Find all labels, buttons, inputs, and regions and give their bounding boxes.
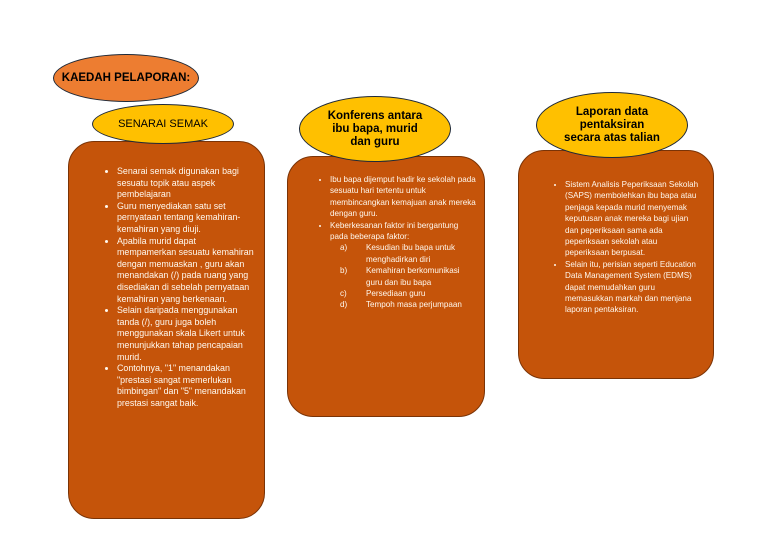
online-report-bullets: Sistem Analisis Peperiksaan Sekolah (SAP… (531, 179, 703, 316)
list-item: Senarai semak digunakan bagi sesuatu top… (117, 166, 254, 201)
list-item: Ibu bapa dijemput hadir ke sekolah pada … (330, 174, 476, 220)
list-item: Selain itu, perisian seperti Education D… (565, 259, 703, 316)
factor-item: c) Persediaan guru (340, 288, 476, 299)
factor-text: Persediaan guru (366, 289, 426, 299)
factor-item: a) Kesudian ibu bapa untuk menghadirkan d… (340, 242, 476, 265)
heading-line: ibu bapa, murid (332, 122, 418, 135)
conference-heading-oval: Konferens antara ibu bapa, murid dan gur… (299, 96, 451, 162)
heading-line: secara atas talian (564, 131, 660, 144)
list-item: Guru menyediakan satu set pernyataan ten… (117, 201, 254, 236)
factor-marker: a) (340, 243, 348, 253)
heading-line: dan guru (350, 135, 400, 148)
online-report-box: Sistem Analisis Peperiksaan Sekolah (SAP… (518, 150, 714, 379)
factors-intro: Keberkesanan faktor ini bergantung pada … (330, 220, 459, 242)
online-report-heading: Laporan data pentaksiran secara atas tal… (564, 106, 660, 145)
factor-item: b) Kemahiran berkomunikasi guru dan ibu b… (340, 265, 476, 288)
factor-text: Kesudian ibu bapa untuk menghadirkan dir… (366, 243, 456, 264)
conference-box: Ibu bapa dijemput hadir ke sekolah pada … (287, 156, 485, 417)
list-item: Apabila murid dapat mempamerkan sesuatu … (117, 236, 254, 306)
factor-list: a) Kesudian ibu bapa untuk menghadirkan d… (330, 242, 476, 310)
factor-marker: d) (340, 300, 348, 310)
heading-line: pentaksiran (579, 118, 645, 131)
title-oval: KAEDAH PELAPORAN: (53, 54, 199, 102)
factor-text: Tempoh masa perjumpaan (366, 300, 462, 310)
list-item: Keberkesanan faktor ini bergantung pada … (330, 220, 476, 311)
factor-item: d) Tempoh masa perjumpaan (340, 299, 476, 310)
checklist-heading: SENARAI SEMAK (118, 118, 208, 130)
list-item: Contohnya, "1" menandakan "prestasi sang… (117, 363, 254, 409)
factor-text: Kemahiran berkomunikasi guru dan ibu bap… (366, 266, 460, 287)
list-item: Sistem Analisis Peperiksaan Sekolah (SAP… (565, 179, 703, 259)
checklist-heading-oval: SENARAI SEMAK (92, 104, 234, 144)
checklist-bullets: Senarai semak digunakan bagi sesuatu top… (81, 166, 254, 409)
factor-marker: b) (340, 266, 348, 276)
heading-line: Laporan data (575, 105, 649, 118)
factor-marker: c) (340, 289, 347, 299)
online-report-heading-oval: Laporan data pentaksiran secara atas tal… (536, 92, 688, 158)
heading-line: Konferens antara (327, 109, 423, 122)
conference-heading: Konferens antara ibu bapa, murid dan gur… (328, 110, 423, 149)
conference-bullets: Ibu bapa dijemput hadir ke sekolah pada … (296, 174, 476, 311)
page-title: KAEDAH PELAPORAN: (61, 72, 191, 84)
checklist-box: Senarai semak digunakan bagi sesuatu top… (68, 141, 265, 519)
list-item: Selain daripada menggunakan tanda (/), g… (117, 305, 254, 363)
